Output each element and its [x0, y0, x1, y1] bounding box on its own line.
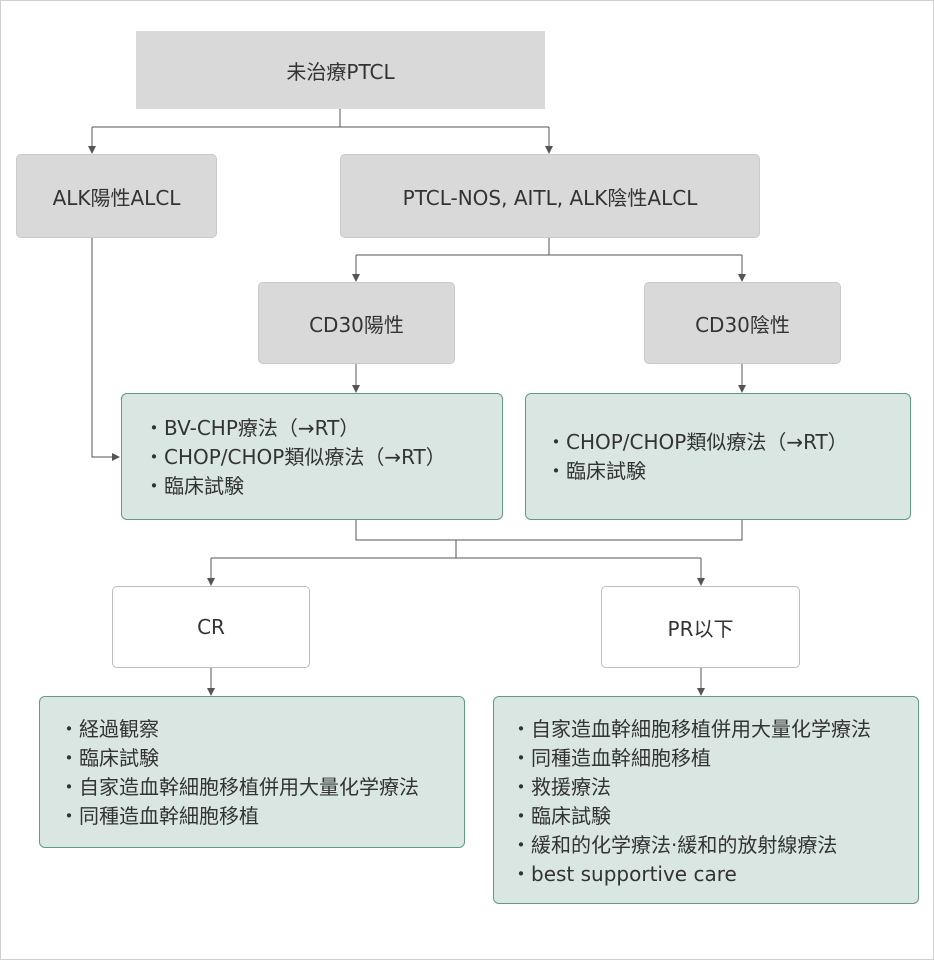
options-box-pr: ・自家造血幹細胞移植併用大量化学療法 ・同種造血幹細胞移植 ・救援療法 ・臨床試…: [493, 696, 919, 904]
option-item: ・臨床試験: [59, 746, 159, 770]
treatment-item: ・CHOP/CHOP類似療法（→RT）: [144, 445, 446, 469]
treatment-item: ・臨床試験: [546, 459, 646, 483]
node-pr-or-less: PR以下: [601, 586, 800, 668]
node-cr-label: CR: [197, 615, 225, 639]
treatment-list-cd30-positive: ・BV-CHP療法（→RT） ・CHOP/CHOP類似療法（→RT） ・臨床試験: [144, 414, 446, 501]
node-untreated-ptcl-label: 未治療PTCL: [286, 59, 395, 84]
node-ptcl-nos-group-label: PTCL-NOS, AITL, ALK陰性ALCL: [402, 185, 698, 210]
node-cr: CR: [112, 586, 310, 668]
node-cd30-negative-label: CD30陰性: [695, 312, 790, 337]
arrow-alk-to-cd30-positive-treatment: [91, 238, 120, 461]
treatment-box-cd30-positive: ・BV-CHP療法（→RT） ・CHOP/CHOP類似療法（→RT） ・臨床試験: [121, 393, 503, 520]
option-item: ・救援療法: [511, 775, 611, 799]
node-alk-positive-alcl: ALK陽性ALCL: [16, 154, 217, 238]
treatment-item: ・CHOP/CHOP類似療法（→RT）: [546, 430, 848, 454]
option-item: ・同種造血幹細胞移植: [511, 746, 711, 770]
treatment-box-cd30-negative: ・CHOP/CHOP類似療法（→RT） ・臨床試験: [525, 393, 911, 520]
option-item: ・best supportive care: [511, 862, 737, 886]
node-cd30-negative: CD30陰性: [644, 282, 841, 364]
options-box-cr: ・経過観察 ・臨床試験 ・自家造血幹細胞移植併用大量化学療法 ・同種造血幹細胞移…: [39, 696, 465, 848]
options-list-pr: ・自家造血幹細胞移植併用大量化学療法 ・同種造血幹細胞移植 ・救援療法 ・臨床試…: [511, 715, 871, 889]
option-item: ・臨床試験: [511, 804, 611, 828]
option-item: ・同種造血幹細胞移植: [59, 804, 259, 828]
treatment-list-cd30-negative: ・CHOP/CHOP類似療法（→RT） ・臨床試験: [546, 428, 848, 486]
options-list-cr: ・経過観察 ・臨床試験 ・自家造血幹細胞移植併用大量化学療法 ・同種造血幹細胞移…: [59, 715, 419, 831]
option-item: ・自家造血幹細胞移植併用大量化学療法: [59, 775, 419, 799]
connector-ptcl-branch: [356, 238, 742, 256]
node-alk-positive-alcl-label: ALK陽性ALCL: [52, 185, 181, 210]
option-item: ・自家造血幹細胞移植併用大量化学療法: [511, 717, 871, 741]
option-item: ・緩和的化学療法·緩和的放射線療法: [511, 833, 838, 857]
node-cd30-positive: CD30陽性: [258, 282, 455, 364]
node-cd30-positive-label: CD30陽性: [309, 312, 404, 337]
node-ptcl-nos-group: PTCL-NOS, AITL, ALK陰性ALCL: [340, 154, 760, 238]
connector-root-branch: [92, 109, 549, 128]
option-item: ・経過観察: [59, 717, 159, 741]
connector-treatment-merge: [211, 520, 743, 559]
treatment-item: ・臨床試験: [144, 474, 244, 498]
node-pr-or-less-label: PR以下: [667, 616, 734, 641]
node-untreated-ptcl: 未治療PTCL: [136, 31, 545, 109]
treatment-item: ・BV-CHP療法（→RT）: [144, 416, 360, 440]
